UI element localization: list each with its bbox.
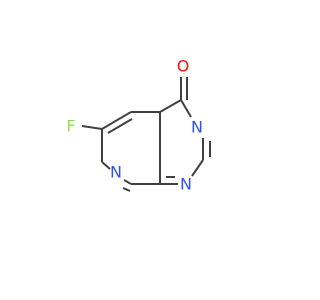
bond-c6-n7 (101, 161, 111, 170)
bond-c4-n3 (180, 99, 192, 118)
bond-n7-c8 (123, 179, 132, 185)
left-ring-bonds (81, 111, 160, 192)
bond-c6-f (81, 125, 103, 130)
bond-c4a-c4 (159, 99, 182, 113)
atom-labels: O F N N N (66, 57, 203, 194)
atom-n1-label: N (180, 175, 192, 194)
bond-c4a-c5 (101, 111, 132, 130)
atom-n7-label: N (110, 163, 122, 182)
atom-oxygen-label: O (177, 57, 190, 76)
bond-n7-c8-double (122, 187, 131, 192)
right-ring-bonds (131, 77, 211, 185)
bond-c2-n1 (191, 159, 204, 177)
atom-fluorine-label: F (66, 117, 75, 136)
atom-n3-label: N (191, 118, 203, 137)
molecule-structure: O F N N N (66, 57, 211, 194)
bond-c4a-c5-double (107, 118, 133, 134)
